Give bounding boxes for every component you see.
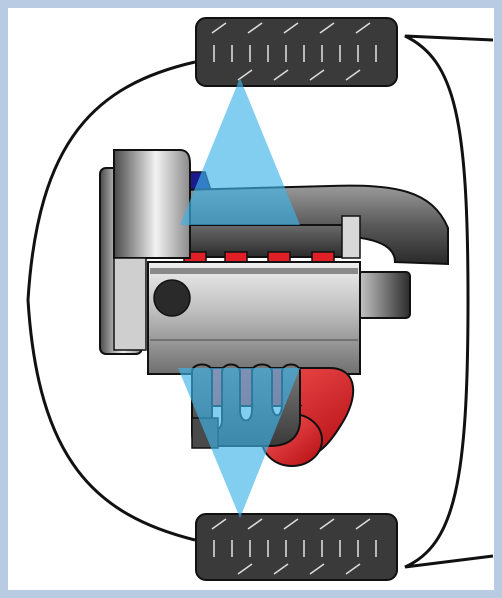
rear-tire bbox=[196, 514, 397, 580]
front-tire bbox=[196, 18, 397, 86]
oil-cap-icon bbox=[154, 280, 190, 316]
engine-tail bbox=[358, 272, 410, 318]
engine-block bbox=[148, 262, 360, 374]
front-cone-icon bbox=[180, 78, 300, 225]
